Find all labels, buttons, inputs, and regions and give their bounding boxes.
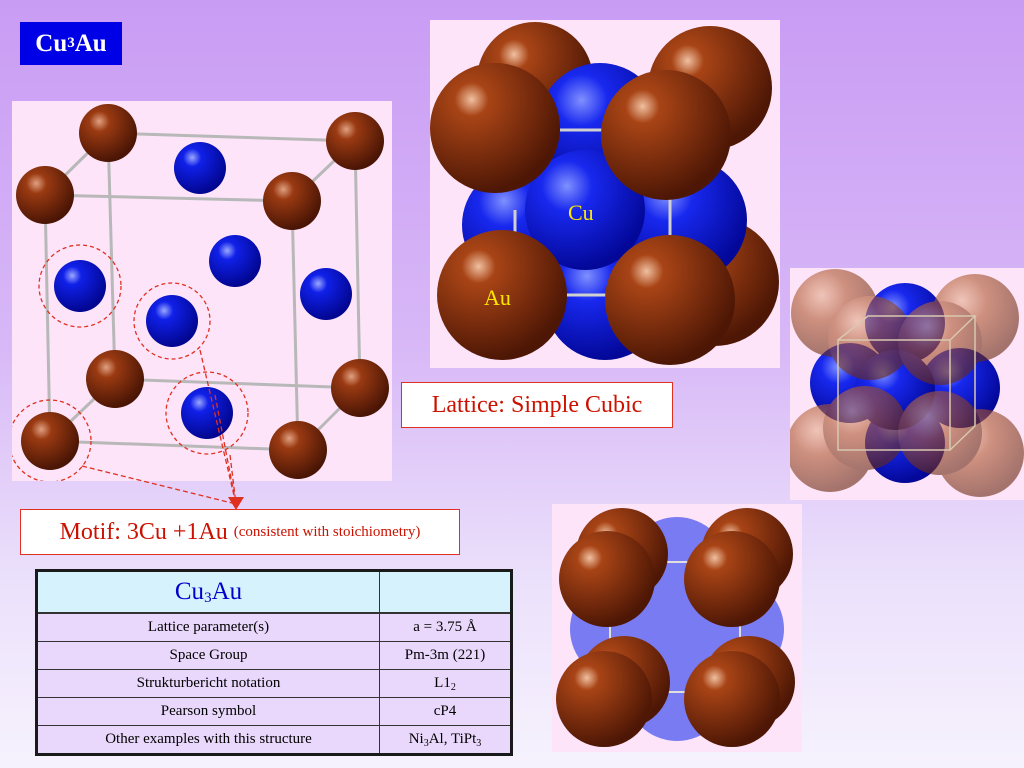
table-row: Other examples with this structure Ni3Al… (36, 725, 512, 755)
table-row: Pearson symbol cP4 (36, 697, 512, 726)
title-sub: 3 (67, 35, 75, 51)
au-atom (559, 531, 655, 627)
cu-label: Cu (568, 200, 594, 225)
table-row: Space Group Pm-3m (221) (36, 641, 512, 670)
motif-text: Motif: 3Cu +1Au (59, 518, 228, 545)
au-atom (331, 359, 389, 417)
row-label: Space Group (36, 641, 380, 670)
au-atom (79, 104, 137, 162)
cu-atom (300, 268, 352, 320)
au-atom (898, 391, 982, 475)
table-header-compound: Cu3Au (36, 570, 380, 614)
au-atom (16, 166, 74, 224)
table-row: Strukturbericht notation L12 (36, 669, 512, 698)
row-label: Pearson symbol (36, 697, 380, 726)
row-value: Pm-3m (221) (379, 641, 512, 670)
cu-atom (525, 150, 645, 270)
table-row: Lattice parameter(s) a = 3.75 Å (36, 612, 512, 642)
cu-atom (146, 295, 198, 347)
cu-atom (174, 142, 226, 194)
au-atom (898, 301, 982, 385)
au-atom (601, 70, 731, 200)
cu-atom (181, 387, 233, 439)
au-atom (430, 63, 560, 193)
au-atom (263, 172, 321, 230)
row-value: L12 (379, 669, 512, 698)
cell-outline (837, 315, 977, 451)
cluster-view-alt (552, 504, 802, 752)
au-atom (21, 412, 79, 470)
unit-cell-svg (12, 104, 389, 481)
title-base: Cu (35, 29, 68, 57)
au-atom (684, 651, 780, 747)
au-atom (823, 386, 907, 470)
cluster-bottom-svg (556, 508, 795, 747)
table-header-row: Cu3Au (36, 570, 512, 614)
au-atom (605, 235, 735, 365)
lattice-label: Lattice: Simple Cubic (401, 382, 673, 428)
cu-atom (209, 235, 261, 287)
cluster-top-svg (430, 22, 779, 365)
row-label: Strukturbericht notation (36, 669, 380, 698)
au-atom (326, 112, 384, 170)
title-end: Au (74, 29, 107, 57)
motif-note: (consistent with stoichiometry) (233, 523, 421, 540)
au-atom (684, 531, 780, 627)
table-header-value (379, 570, 512, 614)
cu-atom (54, 260, 106, 312)
lattice-text: Lattice: Simple Cubic (431, 391, 643, 418)
cluster-right-svg (790, 269, 1024, 497)
space-filling-model: Cu Au (430, 20, 780, 368)
motif-label: Motif: 3Cu +1Au (consistent with stoichio… (20, 509, 460, 555)
au-atom (269, 421, 327, 479)
row-label: Lattice parameter(s) (36, 612, 380, 642)
row-label: Other examples with this structure (36, 725, 380, 755)
au-atom (828, 296, 912, 380)
au-atom (86, 350, 144, 408)
au-atom (437, 230, 567, 360)
row-value: a = 3.75 Å (379, 612, 512, 642)
unit-cell-diagram (12, 101, 392, 481)
row-value: Ni3Al, TiPt3 (379, 725, 512, 755)
translucent-cluster (790, 268, 1024, 500)
row-value: cP4 (379, 697, 512, 726)
structure-table: Cu3Au Lattice parameter(s) a = 3.75 Å Sp… (35, 569, 513, 756)
au-atom (556, 651, 652, 747)
au-label: Au (484, 285, 511, 310)
